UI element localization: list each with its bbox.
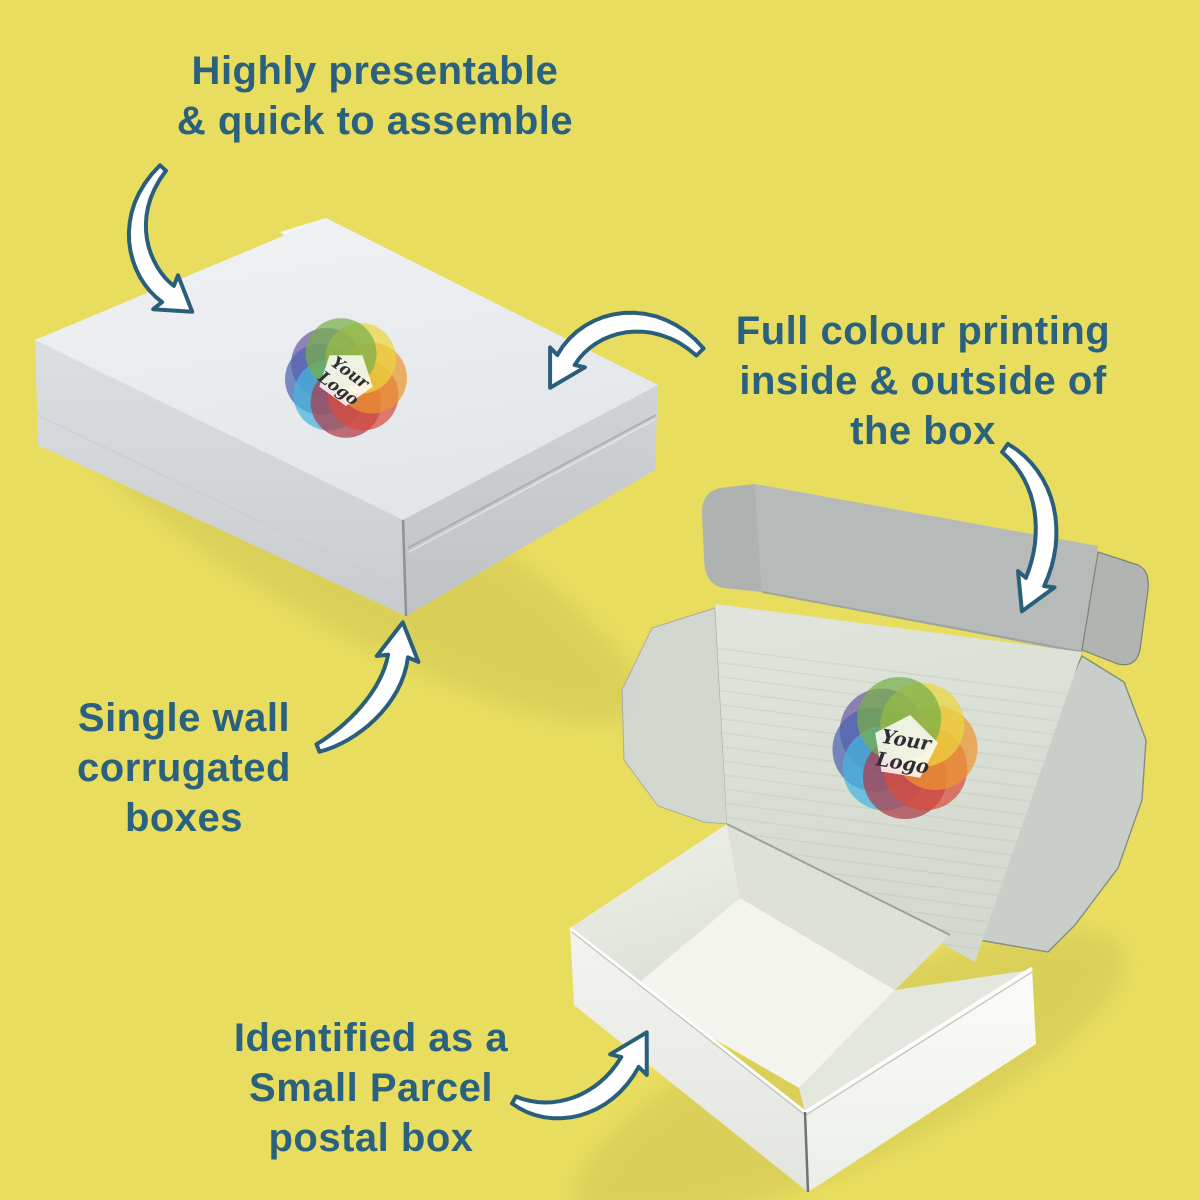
callout-highly-presentable: Highly presentable & quick to assemble	[177, 46, 573, 146]
callout-line: corrugated	[77, 746, 291, 790]
logo-pentagon	[319, 355, 373, 407]
closed-box-left-seam	[36, 414, 405, 591]
arrow-full-colour-to-open-box-lid	[1000, 441, 1059, 614]
open-box-inner-left-wall	[570, 824, 740, 990]
open-box-outer-left-wall	[570, 928, 808, 1192]
callout-line: postal box	[268, 1116, 474, 1160]
arrow-single-wall-to-closed-box-base	[314, 620, 421, 754]
callout-line: the box	[850, 409, 996, 453]
closed-box-lid-seam-highlight	[408, 418, 657, 553]
open-box-lid-fold-line	[761, 591, 1083, 653]
callout-single-wall: Single wall corrugated boxes	[77, 693, 291, 843]
logo-pentagon	[875, 715, 938, 778]
closed-box-lid-seam	[407, 414, 657, 549]
open-box-left-rim	[569, 926, 806, 1114]
callout-line: Single wall	[77, 696, 291, 740]
open-box-right-rim-shadow	[805, 971, 1033, 1116]
arrow-small-parcel-to-open-box-tray	[510, 1030, 649, 1121]
open-box-inner-back-wall	[727, 824, 950, 990]
open-box-left-rim-shadow	[571, 931, 806, 1116]
callout-line: Full colour printing	[735, 309, 1111, 353]
open-box-lid-tuck-tab	[1081, 551, 1149, 666]
callout-line: & quick to assemble	[176, 99, 574, 143]
open-box-lid-top-flap	[755, 484, 1098, 654]
arrows	[126, 163, 1059, 1121]
open-box-right-rim	[804, 966, 1033, 1114]
open-box-lid-left-tab	[702, 484, 762, 592]
callout-line: Highly presentable	[191, 49, 559, 93]
open-box-front-corner-seam	[803, 1111, 810, 1193]
open-box-hinge-line	[726, 823, 951, 936]
arrow-highly-presentable-to-closed-box	[126, 163, 195, 314]
callout-full-colour-printing: Full colour printing inside & outside of…	[736, 306, 1110, 456]
closed-box-corner-seam	[401, 519, 408, 617]
closed-box-right-face	[403, 385, 658, 616]
open-box-floor	[630, 898, 895, 1088]
callout-small-parcel: Identified as a Small Parcel postal box	[234, 1013, 508, 1163]
callout-line: inside & outside of	[739, 359, 1107, 403]
callout-line: Small Parcel	[249, 1066, 493, 1110]
open-box-left-ear	[621, 607, 728, 825]
arrow-full-colour-to-closed-box	[548, 310, 706, 390]
callout-line: Identified as a	[233, 1016, 509, 1060]
open-box-outer-right-wall	[805, 968, 1036, 1192]
callout-line: boxes	[124, 796, 244, 840]
